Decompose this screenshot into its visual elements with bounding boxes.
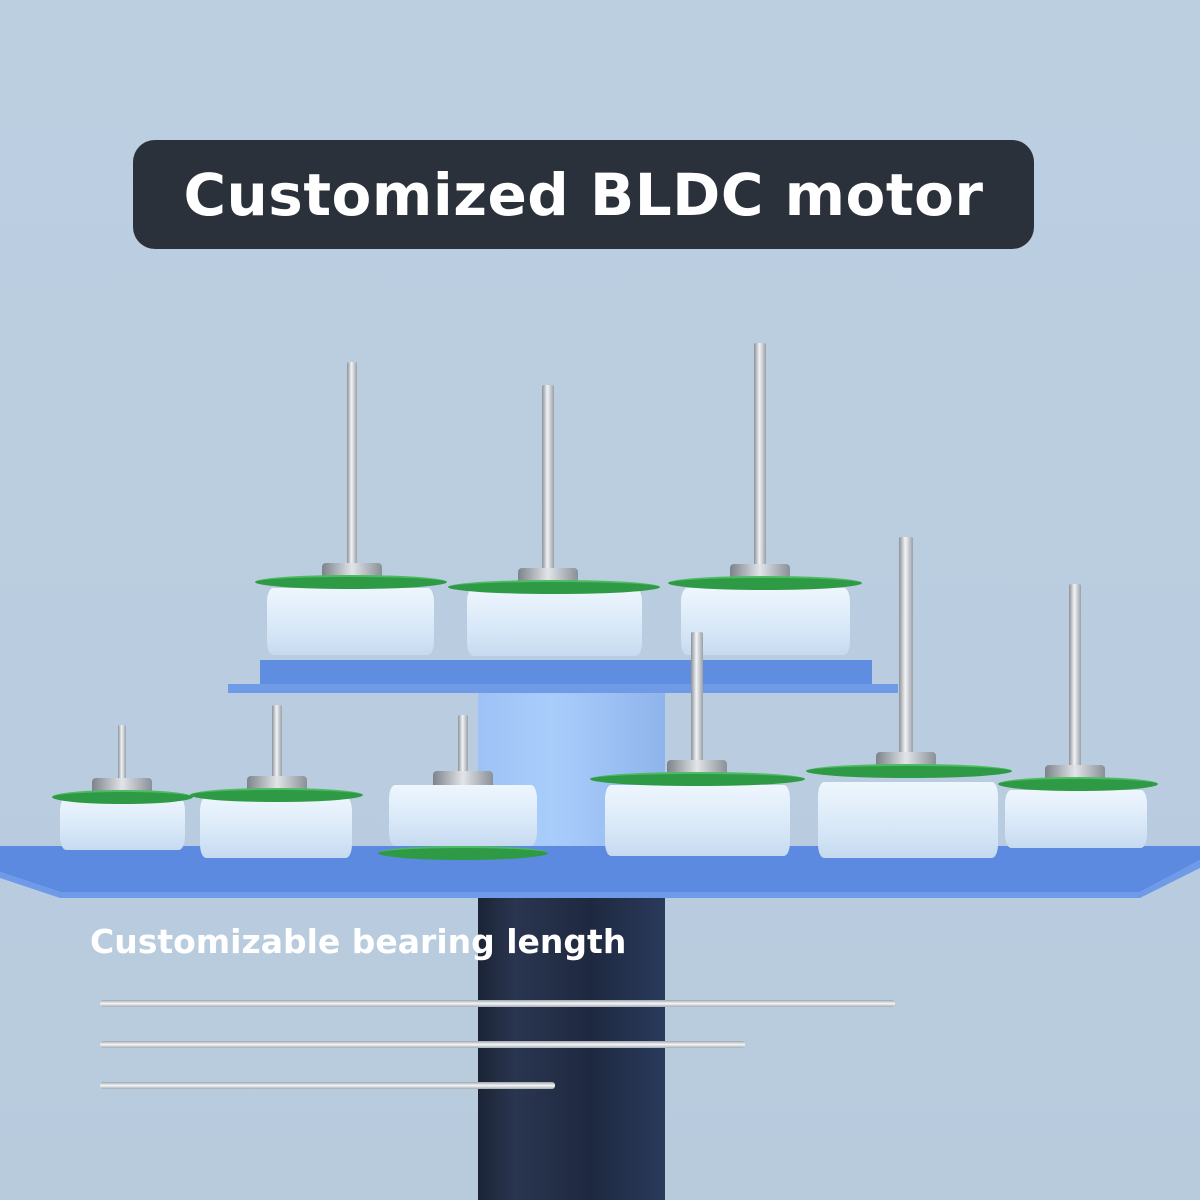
motor-shaft	[754, 343, 766, 564]
motor-pcb	[668, 576, 862, 590]
motor-pcb	[590, 772, 805, 786]
motor-shaft	[899, 537, 913, 752]
bearing-rod-long	[100, 1000, 895, 1007]
motor-hub	[1045, 765, 1105, 779]
motor-hub	[247, 776, 307, 790]
motor-housing	[681, 588, 850, 655]
motor-shaft	[118, 725, 126, 778]
motor-hub	[730, 564, 790, 578]
page-title: Customized BLDC motor	[183, 160, 984, 229]
bearing-rod-medium	[100, 1041, 745, 1048]
motor-shaft	[542, 385, 554, 568]
motor-pcb	[448, 580, 660, 594]
motor-housing	[467, 588, 642, 656]
bearing-rod-short	[100, 1082, 555, 1089]
motor-housing	[818, 782, 998, 858]
motor-pcb	[255, 575, 447, 589]
motor-housing	[605, 785, 790, 856]
motor-pcb	[190, 788, 363, 802]
motor-pcb	[998, 777, 1158, 791]
title-banner: Customized BLDC motor	[133, 140, 1034, 249]
motor-housing	[267, 588, 434, 655]
motor-pcb	[378, 846, 548, 860]
motor-hub	[876, 752, 936, 766]
motor-housing	[1005, 790, 1147, 848]
bearing-caption: Customizable bearing length	[90, 922, 627, 961]
motor-pcb	[52, 790, 193, 804]
upper-platform	[260, 660, 872, 684]
motor-pcb	[806, 764, 1012, 778]
motor-hub	[322, 563, 382, 577]
motor-shaft	[347, 362, 357, 563]
motor-hub	[518, 568, 578, 582]
motor-housing	[389, 785, 537, 846]
motor-housing	[60, 797, 185, 850]
motor-shaft	[458, 715, 468, 771]
upper-platform-edge	[228, 684, 898, 693]
motor-shaft	[272, 705, 282, 776]
motor-shaft	[1069, 584, 1081, 765]
motor-hub	[433, 771, 493, 785]
motor-hub	[667, 760, 727, 774]
motor-shaft	[691, 632, 703, 760]
motor-housing	[200, 797, 352, 858]
motor-hub	[92, 778, 152, 792]
